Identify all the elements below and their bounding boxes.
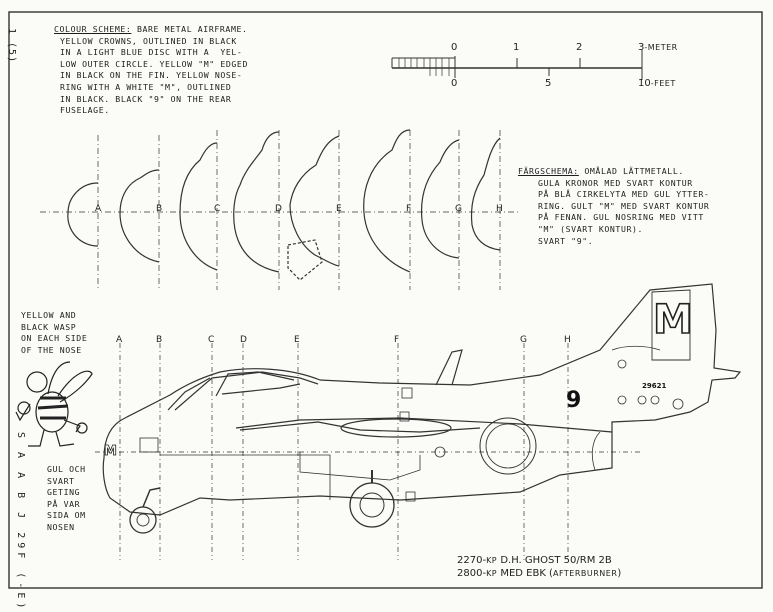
scale-feet-0: 0 (451, 78, 458, 89)
section-label-e: E (336, 204, 342, 214)
colour-scheme-en-line-2: IN A LIGHT BLUE DISC WITH A YEL- (60, 47, 243, 58)
sheet-frame (8, 11, 763, 589)
colour-scheme-sv-line-0: FÄRGSCHEMA: OMÅLAD LÄTTMETALL. (518, 166, 684, 176)
scale-feet-5: 5 (545, 78, 552, 89)
station-label-d: D (240, 335, 247, 345)
station-label-e: E (294, 335, 300, 345)
wasp-note-sv-line: SIDA OM (47, 510, 86, 521)
colour-scheme-sv-line-6: SVART "9". (538, 235, 594, 246)
fuselage-number: 9 (566, 388, 582, 413)
wasp-note-en-line: YELLOW AND (21, 310, 77, 320)
scale-meter-unit: -METER (644, 43, 678, 52)
scale-feet-10: 10-FEET (638, 78, 676, 89)
colour-scheme-sv-heading: FÄRGSCHEMA: (518, 166, 579, 176)
wasp-note-en-line: OF THE NOSE (21, 344, 82, 355)
aircraft-model-label: S A A B J 29F (-E) (15, 432, 26, 612)
cross-sections (40, 129, 520, 290)
station-label-a: A (116, 335, 123, 345)
scale-meter-2: 2 (576, 42, 583, 53)
station-label-b: B (156, 335, 163, 345)
wasp-note-en-line: BLACK WASP (21, 321, 77, 332)
fin-letter: M (652, 297, 693, 343)
scale-feet-unit: -FEET (650, 79, 676, 88)
station-label-g: G (520, 335, 527, 345)
scale-meter-1: 1 (513, 42, 520, 53)
colour-scheme-sv-line-5: "M" (SVART KONTUR). (538, 223, 644, 234)
colour-scheme-en-line-0: COLOUR SCHEME: BARE METAL AIRFRAME. (54, 24, 248, 34)
colour-scheme-en-line-7: FUSELAGE. (60, 105, 110, 116)
engine-line-2: 2800-KP MED EBK (AFTERBURNER) (457, 568, 622, 579)
colour-scheme-sv-line-1: GULA KRONOR MED SVART KONTUR (538, 177, 693, 188)
colour-scheme-sv-line-3: RING. GULT "M" MED SVART KONTUR (538, 200, 710, 211)
colour-scheme-en-line-1: YELLOW CROWNS, OUTLINED IN BLACK (60, 35, 237, 46)
section-label-d: D (275, 204, 282, 214)
wasp-note-sv-line: GUL OCH (47, 464, 86, 474)
section-label-b: B (156, 204, 163, 214)
colour-scheme-en-heading: COLOUR SCHEME: (54, 24, 132, 34)
scale-meter-0: 0 (451, 42, 458, 53)
engine-line-1: 2270-KP D.H. GHOST 50/RM 2B (457, 555, 612, 566)
wasp-note-en: YELLOW AND BLACK WASP ON EACH SIDE OF TH… (21, 310, 87, 356)
colour-scheme-sv: FÄRGSCHEMA: OMÅLAD LÄTTMETALL. GULA KRON… (518, 166, 709, 247)
section-label-f: F (406, 204, 412, 214)
colour-scheme-en-line-5: RING WITH A WHITE "M", OUTLINED (60, 81, 232, 92)
section-label-c: C (214, 204, 221, 214)
wasp-emblem (15, 361, 93, 447)
wasp-note-en-line: ON EACH SIDE (21, 333, 88, 344)
station-label-h: H (564, 335, 571, 345)
wasp-note-sv-line: NOSEN (47, 521, 75, 532)
sheet-index: 1 (5) (6, 28, 17, 64)
aircraft-serial: 29621 (642, 382, 667, 390)
station-label-f: F (394, 335, 400, 345)
colour-scheme-en-line-6: IN BLACK. BLACK "9" ON THE REAR (60, 93, 232, 104)
section-label-h: H (496, 204, 503, 214)
section-label-a: A (95, 204, 102, 214)
wasp-note-sv: GUL OCH SVART GETING PÅ VAR SIDA OM NOSE… (47, 464, 86, 534)
colour-scheme-en-line-3: LOW OUTER CIRCLE. YELLOW "M" EDGED (60, 58, 248, 69)
wasp-note-sv-line: GETING (47, 487, 81, 498)
section-label-g: G (455, 204, 462, 214)
scale-meter-3: 3-METER (638, 42, 678, 53)
station-label-c: C (208, 335, 215, 345)
wasp-note-sv-line: SVART (47, 475, 75, 486)
wasp-note-sv-line: PÅ VAR (47, 498, 81, 509)
scale-bar (391, 50, 643, 80)
colour-scheme-sv-line-2: PÅ BLÅ CIRKELYTA MED GUL YTTER- (538, 189, 710, 200)
side-view (95, 283, 742, 560)
colour-scheme-en: COLOUR SCHEME: BARE METAL AIRFRAME. YELL… (54, 24, 248, 117)
colour-scheme-en-line-4: IN BLACK ON THE FIN. YELLOW NOSE- (60, 70, 243, 81)
nose-letter: M (104, 444, 118, 460)
colour-scheme-sv-line-4: PÅ FENAN. GUL NOSRING MED VITT (538, 212, 704, 223)
